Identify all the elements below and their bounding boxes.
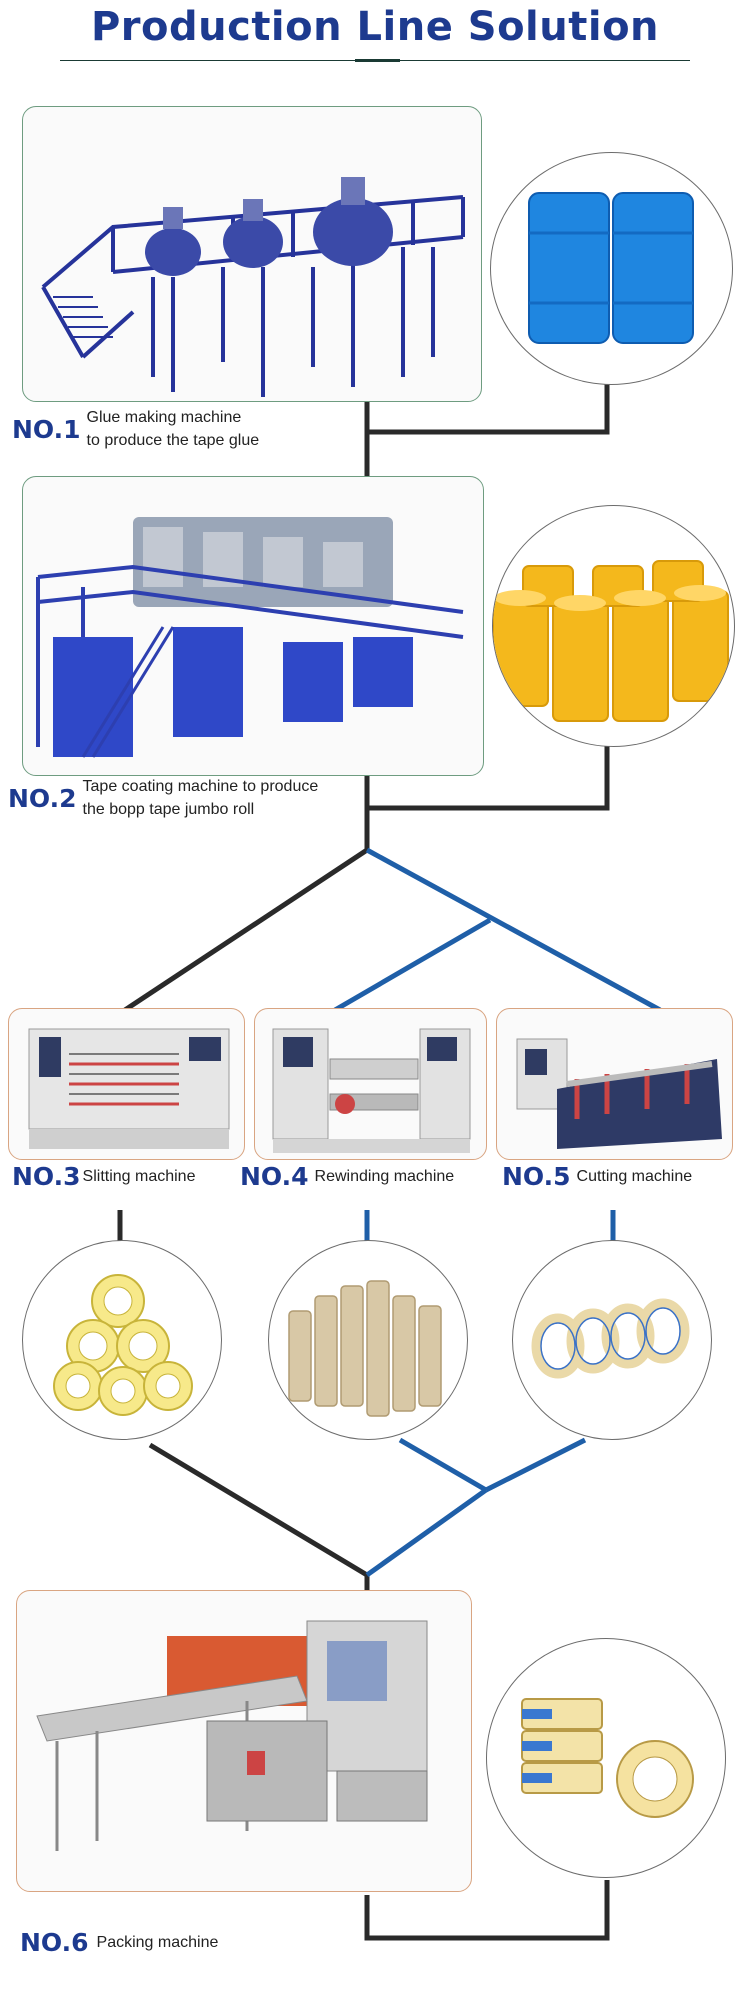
step-no2-number: NO.2 [8,783,77,813]
title-underline-accent [355,59,400,62]
step-no5-label: Cutting machine [576,1168,693,1185]
cutting-machine-card [496,1008,733,1160]
coating-machine-card [22,476,484,776]
slitting-machine-icon [28,1028,230,1149]
jumbo-rolls-circle [492,505,735,747]
printed-tape-rolls-icon [521,1698,694,1818]
glue-machine-card [22,106,482,402]
step-no5-number: NO.5 [502,1162,571,1191]
step-no1-number: NO.1 [12,414,81,444]
connector-no6 [364,1880,610,1941]
packed-tape-circle [486,1638,726,1878]
clear-tape-rolls-icon [53,1274,193,1416]
clear-tape-circle [22,1240,222,1440]
step-no2: NO.2 Tape coating machine to produce the… [8,775,318,821]
rewinding-machine-icon [272,1028,471,1153]
step-no6-number: NO.6 [20,1928,89,1957]
packing-machine-card [16,1590,472,1892]
step-no4-label: Rewinding machine [314,1168,455,1185]
connector-cores-join [398,1437,488,1493]
step-no5: NO.5 Cutting machine [502,1162,692,1191]
step-no2-line2: the bopp tape jumbo roll [82,801,255,818]
glue-making-machine-icon [41,177,465,397]
masking-tape-circle [512,1240,712,1440]
paper-cores-circle [268,1240,468,1440]
packing-machine-icon [36,1620,428,1851]
paper-cores-icon [288,1280,442,1417]
step-no3-label: Slitting machine [82,1168,196,1185]
rewinding-machine-card [254,1008,487,1160]
step-no1-line2: to produce the tape glue [86,432,260,449]
step-no3-number: NO.3 [12,1162,81,1191]
connector-clear-tape-to-no6 [148,1442,369,1578]
connector-to-no4 [333,917,492,1013]
step-no6-label: Packing machine [96,1934,219,1951]
page-title: Production Line Solution [90,4,660,50]
connector-to-no5 [365,847,662,1013]
step-no1: NO.1 Glue making machine to produce the … [12,406,259,452]
step-no3: NO.3 Slitting machine [12,1162,195,1191]
step-no6: NO.6 Packing machine [20,1928,218,1957]
step-no4: NO.4 Rewinding machine [240,1162,454,1191]
step-no2-line1: Tape coating machine to produce [82,778,319,795]
connector-join-to-no6 [365,1487,488,1578]
step-no4-number: NO.4 [240,1162,309,1191]
connector-to-no3 [123,847,369,1013]
slitting-machine-card [8,1008,245,1160]
glue-drums-circle [490,152,733,385]
step-no1-line1: Glue making machine [86,409,242,426]
masking-tape-rolls-icon [531,1298,690,1379]
cutting-machine-icon [516,1038,722,1149]
jumbo-roll-icon [493,560,729,722]
blue-drums-icon [528,192,694,344]
connector-masking-join [484,1437,587,1493]
tape-coating-machine-icon [36,517,464,758]
